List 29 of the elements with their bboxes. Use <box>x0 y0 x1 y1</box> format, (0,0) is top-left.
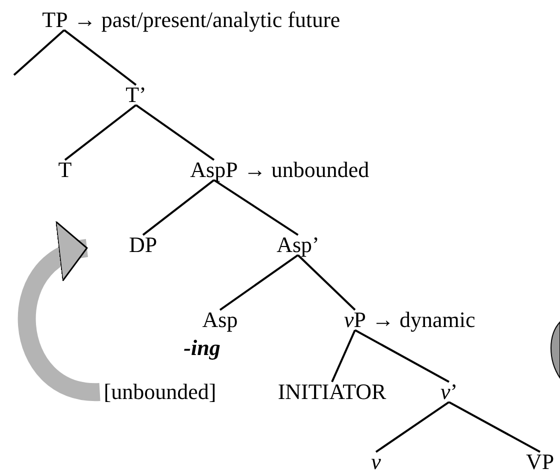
tree-node-label: T’ <box>126 82 146 108</box>
branch-line <box>13 29 65 76</box>
feature-annotation: → past/present/analytic future <box>74 8 340 32</box>
feature-label: [unbounded] <box>104 380 216 404</box>
tree-node-label: Asp’ <box>276 232 320 258</box>
tree-node-label: DP <box>128 232 158 258</box>
tree-node-label: Asp <box>202 308 238 332</box>
tree-node-label: vP <box>344 308 366 332</box>
branch-line <box>375 401 450 453</box>
branch-line <box>354 329 450 383</box>
branch-line <box>219 254 299 311</box>
feature-annotation: → dynamic <box>372 308 476 332</box>
tree-node-label: v <box>371 450 381 474</box>
branch-line <box>64 29 137 86</box>
tree-node-label: T <box>58 158 72 182</box>
branch-line <box>448 401 540 453</box>
branch-line <box>213 179 299 236</box>
branch-line <box>297 254 356 311</box>
tree-node-label: TP <box>42 8 68 32</box>
tree-node-label: AspP <box>190 158 238 182</box>
feature-annotation: → unbounded <box>244 158 370 182</box>
tree-node-label: v’ <box>440 380 458 404</box>
tree-node-label: VP <box>526 450 554 474</box>
branch-line <box>331 330 356 382</box>
suffix-label: -ing <box>184 336 220 360</box>
tree-node-label: INITIATOR <box>278 380 386 404</box>
branch-line <box>142 179 215 236</box>
branch-line <box>64 104 137 161</box>
branch-line <box>135 104 215 161</box>
